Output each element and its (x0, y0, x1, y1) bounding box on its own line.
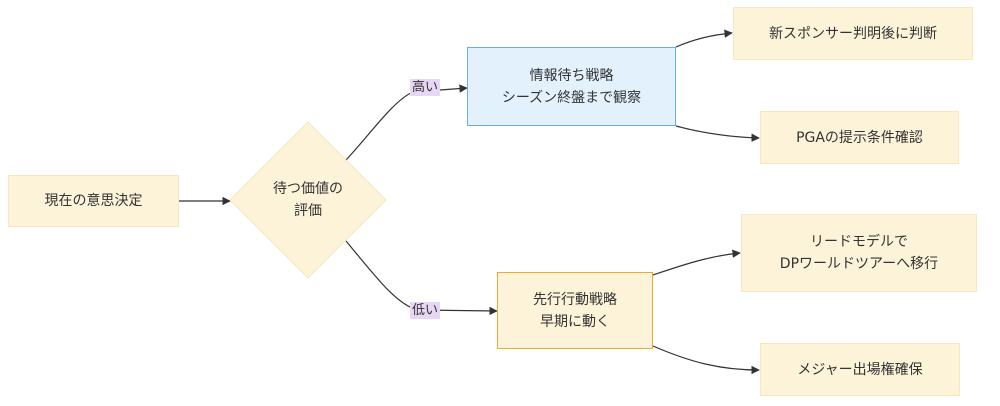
node-pga-terms: PGAの提示条件確認 (760, 111, 959, 164)
edge-early-action-to-lead-model (652, 249, 741, 276)
node-early-action-line1: 先行行動戦略 (533, 291, 617, 308)
node-lead-model-line2: DPワールドツアーへ移行 (779, 256, 939, 272)
node-info-wait-strategy: 情報待ち戦略 シーズン終盤まで観察 (467, 47, 676, 126)
node-info-wait-line2: シーズン終盤まで観察 (501, 89, 642, 106)
edge-label-high: 高い (410, 79, 441, 96)
edge-early-action-to-major-rights (652, 345, 760, 375)
node-pga-terms-label: PGAの提示条件確認 (796, 129, 923, 146)
node-current-decision-label: 現在の意思決定 (44, 193, 143, 209)
node-lead-model-line1: リードモデルで (810, 234, 908, 250)
decision-diamond-shape (229, 121, 387, 279)
node-wait-value-line2: 評価 (294, 203, 322, 219)
node-new-sponsor: 新スポンサー判明後に判断 (733, 7, 973, 60)
node-info-wait-line1: 情報待ち戦略 (529, 67, 614, 84)
node-lead-model: リードモデルで DPワールドツアーへ移行 (741, 214, 977, 292)
edge-info-wait-to-new-sponsor (675, 29, 733, 48)
node-current-decision: 現在の意思決定 (8, 175, 179, 227)
node-major-rights-label: メジャー出場権確保 (797, 361, 923, 378)
node-major-rights: メジャー出場権確保 (760, 343, 960, 396)
node-wait-value-line1: 待つ価値の (273, 181, 343, 197)
edge-info-wait-to-pga-terms (675, 125, 760, 142)
node-early-action-line2: 早期に動く (540, 313, 610, 330)
node-new-sponsor-label: 新スポンサー判明後に判断 (769, 25, 937, 42)
node-early-action-strategy: 先行行動戦略 早期に動く (497, 272, 653, 349)
node-wait-value-decision: 待つ価値の 評価 (229, 121, 387, 279)
edge-label-low: 低い (410, 302, 441, 319)
